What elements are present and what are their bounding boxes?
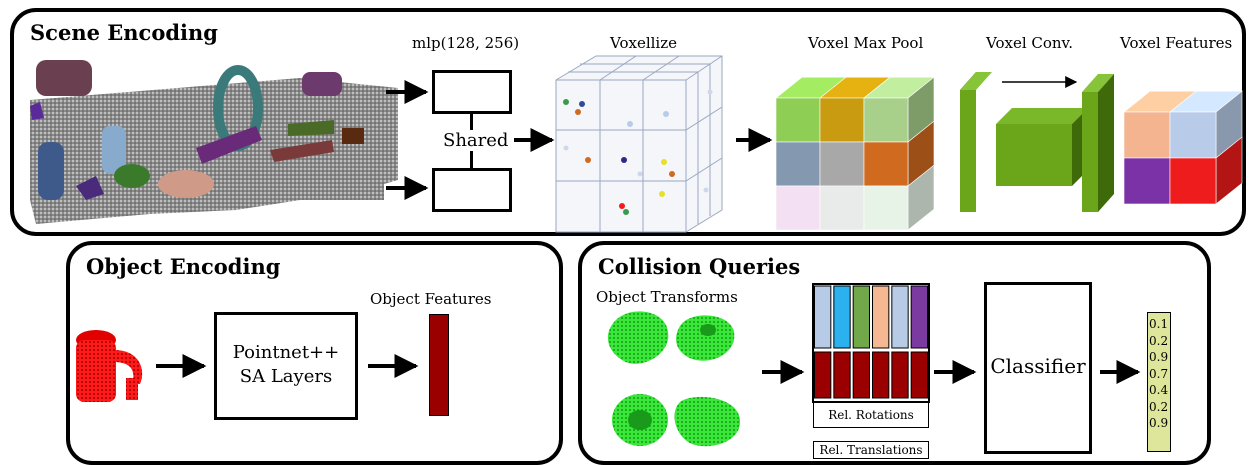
- query-rotation-column: [833, 285, 851, 349]
- query-object-feature-column: [891, 351, 909, 399]
- pointnet-box: [214, 312, 358, 420]
- maxpool-front-cell: [819, 141, 865, 187]
- query-object-feature-column: [833, 351, 851, 399]
- collision-score: 0.2: [1149, 333, 1169, 348]
- shared-label: Shared: [440, 130, 512, 151]
- classifier-label: Classifier: [990, 354, 1086, 378]
- vfeat-front-cell: [1169, 157, 1217, 205]
- vfeat-front-cell: [1123, 157, 1171, 205]
- collision-score: 0.1: [1149, 317, 1169, 331]
- collision-score: 0.9: [1149, 416, 1169, 430]
- mlp-upper-box: [432, 70, 512, 114]
- classifier-box: [984, 282, 1092, 454]
- object-feature-vector: [429, 314, 449, 416]
- object-encoding-title: Object Encoding: [86, 254, 281, 279]
- scene-encoding-title: Scene Encoding: [30, 20, 218, 45]
- rel-rotations-label: Rel. Rotations: [813, 402, 929, 428]
- voxelize-label: Voxellize: [610, 34, 677, 52]
- collision-queries-title: Collision Queries: [598, 254, 801, 279]
- query-rotation-column: [910, 285, 929, 349]
- rel-translations-label: Rel. Translations: [813, 441, 929, 459]
- maxpool-front-cell: [863, 185, 909, 231]
- object-features-label: Object Features: [370, 290, 492, 308]
- query-rotation-column: [852, 285, 871, 349]
- query-rotation-column: [814, 285, 832, 349]
- voxel-features-label: Voxel Features: [1120, 34, 1233, 52]
- maxpool-label: Voxel Max Pool: [808, 34, 924, 52]
- vfeat-front-cell: [1169, 111, 1217, 159]
- query-object-feature-column: [852, 351, 871, 399]
- query-object-feature-column: [872, 351, 890, 399]
- collision-score: 0.2: [1149, 399, 1169, 414]
- mlp-lower-box: [432, 168, 512, 212]
- collision-score: 0.7: [1149, 366, 1169, 381]
- query-object-feature-column: [814, 351, 832, 399]
- maxpool-front-cell: [819, 97, 865, 143]
- maxpool-front-cell: [863, 97, 909, 143]
- query-grid-frame: [812, 283, 930, 403]
- conv-label: Voxel Conv.: [986, 34, 1074, 52]
- collision-score: 0.9: [1149, 350, 1169, 364]
- collision-scores: 0.1 0.2 0.9 0.7 0.4 0.2 0.9: [1147, 312, 1171, 452]
- query-rotation-column: [872, 285, 890, 349]
- maxpool-front-cell: [775, 185, 821, 231]
- mlp-label: mlp(128, 256): [412, 34, 520, 52]
- query-object-feature-column: [910, 351, 929, 399]
- maxpool-front-cell: [775, 97, 821, 143]
- maxpool-front-cell: [775, 141, 821, 187]
- object-transforms-label: Object Transforms: [596, 288, 738, 306]
- pointnet-label-line1: Pointnet++: [232, 342, 340, 363]
- query-rotation-column: [891, 285, 909, 349]
- collision-score: 0.4: [1149, 383, 1169, 397]
- maxpool-front-cell: [819, 185, 865, 231]
- maxpool-front-cell: [863, 141, 909, 187]
- pointnet-label-line2: SA Layers: [239, 366, 333, 387]
